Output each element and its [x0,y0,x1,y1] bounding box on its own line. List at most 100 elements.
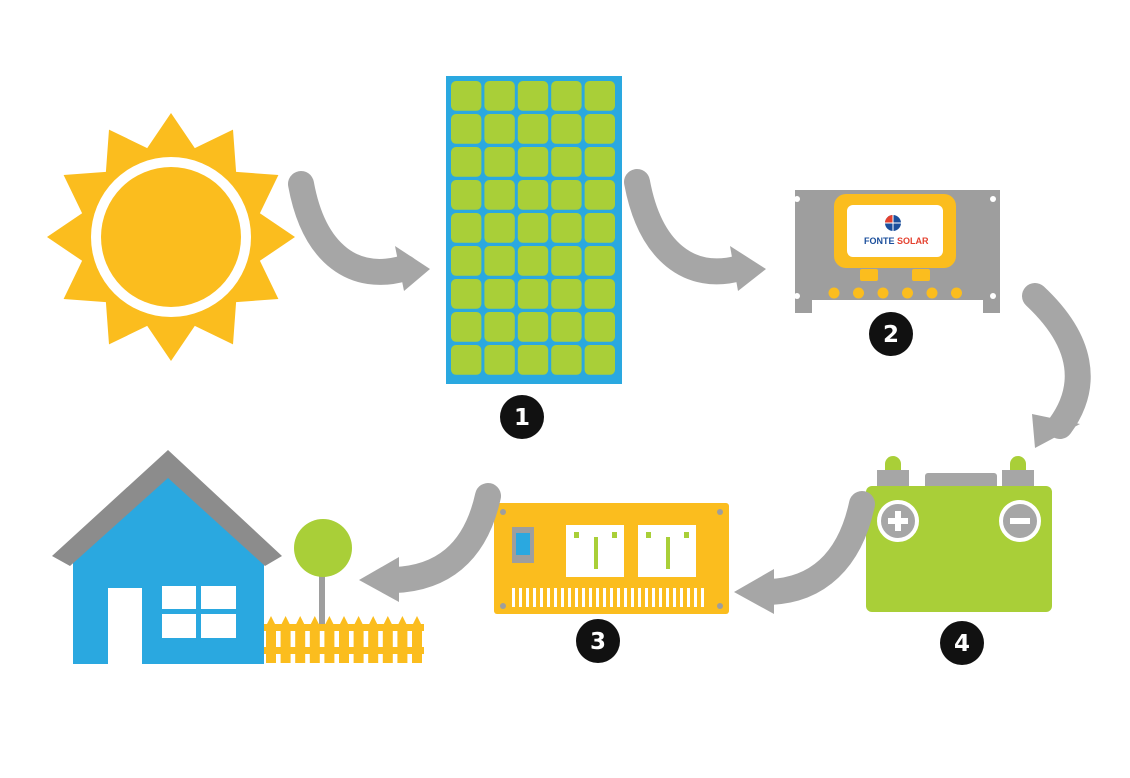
inverter-vent [645,588,648,607]
panel-cell [517,213,549,243]
panel-cell [551,114,582,144]
inverter-vent [659,588,662,607]
charge-controller-icon: FONTE SOLAR [794,190,1000,313]
inverter-vent [561,588,564,607]
arrow-sun-to-panel [288,171,430,291]
inverter-vent [680,588,683,607]
inverter-vent [603,588,606,607]
sun-icon [47,113,295,361]
inverter-vent [638,588,641,607]
inverter-vent [673,588,676,607]
panel-cell [517,180,549,210]
inverter-vent [652,588,655,607]
inverter-vent [624,588,627,607]
controller-indicator-dot [828,287,840,299]
arrow-panel-to-controller [624,169,766,291]
inverter-vent [575,588,578,607]
panel-cell [584,81,615,111]
panel-cell [584,246,615,276]
panel-cell [584,180,615,210]
fence-picket [309,616,320,663]
fence-picket [295,616,306,663]
inverter-vent [582,588,585,607]
controller-indicator-dot [902,287,913,299]
panel-cell [451,114,482,144]
panel-cell [551,180,582,210]
inverter-vent [596,588,599,607]
panel-cell [484,147,515,177]
fence-icon [264,616,424,663]
panel-cell [484,345,515,375]
panel-cell [517,246,549,276]
inverter-vent [526,588,529,607]
panel-cell [451,180,482,210]
panel-cell [451,246,482,276]
inverter-vent [547,588,550,607]
inverter-vent [589,588,592,607]
panel-cell [451,312,482,342]
logo-word-fonte: FONTE [864,236,895,246]
plus-icon [877,500,919,542]
panel-cell [484,312,515,342]
fonte-solar-logo: FONTE SOLAR [864,215,929,246]
fence-picket [412,616,422,663]
step-number-4: 4 [954,631,970,657]
arrow-inverter-to-house [359,483,501,602]
step-badge-4: 4 [940,621,984,665]
panel-cell [584,312,615,342]
panel-cell [551,279,582,309]
panel-cell [584,213,615,243]
step-badge-3: 3 [576,619,620,663]
inverter-vent [617,588,620,607]
panel-cell [451,147,482,177]
fence-picket [397,616,408,663]
solar-panel-icon [446,76,622,384]
panel-cell [451,81,482,111]
controller-indicator-dot [853,287,864,299]
battery-icon [866,456,1052,612]
inverter-vent [694,588,697,607]
panel-cell [551,312,582,342]
panel-cell [551,213,582,243]
inverter-vent [512,588,515,607]
panel-cell [484,180,515,210]
controller-indicator-dot [951,287,962,299]
inverter-vent [701,588,704,607]
panel-cell [484,246,515,276]
panel-cell [451,213,482,243]
panel-cell [517,312,549,342]
panel-cell [484,114,515,144]
inverter-vent [568,588,571,607]
panel-cell [584,114,615,144]
panel-cell [517,279,549,309]
fence-picket [280,616,291,663]
panel-cell [551,345,582,375]
tree-icon [294,519,352,626]
panel-cell [551,81,582,111]
inverter-vent [554,588,557,607]
logo-word-solar: SOLAR [897,236,929,246]
step-number-1: 1 [514,405,530,431]
panel-cell [551,246,582,276]
panel-cell [584,147,615,177]
arrow-controller-to-battery [1022,283,1091,448]
panel-cell [484,81,515,111]
inverter-vent [540,588,543,607]
panel-cell [517,81,549,111]
fence-picket [324,616,335,663]
panel-cell [584,279,615,309]
panel-cell [484,279,515,309]
step-badge-1: 1 [500,395,544,439]
step-badge-2: 2 [869,312,913,356]
panel-cell [517,345,549,375]
panel-cell [451,279,482,309]
inverter-vent [631,588,634,607]
panel-cell [551,147,582,177]
fence-picket [339,616,349,663]
fence-picket [266,616,276,663]
inverter-vent [519,588,522,607]
inverter-vent [666,588,669,607]
panel-cell [517,114,549,144]
panel-cell [451,345,482,375]
